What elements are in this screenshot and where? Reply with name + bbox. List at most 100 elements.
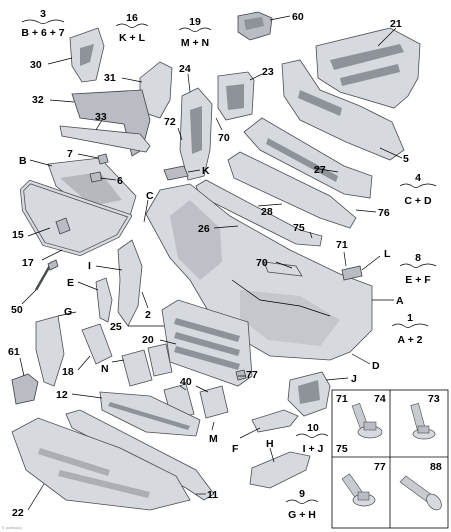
callout-G: G	[64, 306, 72, 318]
group-10: 10 I + J	[295, 422, 329, 455]
part-F	[251, 409, 299, 433]
callouts: 60 21 30 31 24 23 32 72 70 33 5 B	[8, 11, 409, 519]
callout-25: 25	[110, 321, 122, 333]
callout-15: 15	[12, 229, 24, 241]
group-19-number: 19	[189, 16, 201, 28]
part-60	[237, 11, 273, 41]
inset-77: 77	[374, 461, 386, 473]
group-8: 8 E + F	[399, 252, 437, 286]
callout-18: 18	[62, 366, 74, 378]
callout-5: 5	[403, 153, 409, 165]
callout-23: 23	[262, 66, 274, 78]
callout-71: 71	[336, 239, 348, 251]
callout-M: M	[209, 433, 218, 445]
part-30	[69, 27, 105, 83]
callout-7: 7	[67, 148, 73, 160]
callout-A: A	[396, 295, 404, 307]
inset-73: 73	[428, 393, 440, 405]
callout-21: 21	[390, 18, 402, 30]
group-16-formula: K + L	[119, 32, 146, 44]
callout-20: 20	[142, 334, 154, 346]
part-15-17	[20, 180, 132, 256]
group-16: 16 K + L	[115, 12, 149, 44]
callout-24: 24	[179, 63, 191, 75]
group-10-number: 10	[307, 422, 319, 434]
bolt-71-icon	[351, 402, 383, 439]
part-12	[99, 391, 201, 437]
callout-C: C	[146, 190, 154, 202]
callout-2: 2	[145, 309, 151, 321]
bolt-73-icon	[410, 403, 436, 440]
group-8-number: 8	[415, 252, 421, 264]
callout-72: 72	[164, 116, 176, 128]
fastener-inset: 71 74 75 73 77 88	[331, 389, 449, 529]
part-L	[341, 265, 363, 281]
group-8-formula: E + F	[405, 274, 431, 286]
callout-70a: 70	[218, 132, 230, 144]
part-27	[243, 117, 373, 199]
group-9: 9 G + H	[285, 488, 319, 521]
inset-88: 88	[430, 461, 442, 473]
part-H	[249, 451, 311, 489]
part-33	[59, 125, 151, 153]
part-K	[163, 165, 189, 181]
watermark: © partsouq	[2, 525, 22, 530]
callout-6: 6	[117, 175, 123, 187]
callout-I: I	[88, 260, 91, 272]
inset-71: 71	[336, 393, 348, 405]
callout-60: 60	[292, 11, 304, 23]
part-G	[35, 315, 65, 387]
callout-K: K	[202, 165, 210, 177]
callout-N: N	[101, 363, 109, 375]
callout-33: 33	[95, 111, 107, 123]
part-61	[11, 373, 39, 405]
group-9-formula: G + H	[288, 509, 316, 521]
callout-31: 31	[104, 72, 116, 84]
callout-32: 32	[32, 94, 44, 106]
group-3-formula: B + 6 + 7	[21, 27, 64, 39]
callout-11: 11	[207, 489, 218, 501]
group-16-number: 16	[126, 12, 138, 24]
callout-75: 75	[293, 222, 305, 234]
part-77	[235, 369, 247, 381]
part-21	[315, 27, 421, 109]
part-22	[11, 417, 191, 511]
part-23	[217, 71, 255, 121]
part-I	[117, 239, 143, 327]
group-19: 19 M + N	[178, 16, 212, 49]
callout-L: L	[384, 248, 391, 260]
part-70-lower	[263, 261, 303, 277]
part-25-20	[161, 299, 253, 387]
callout-77: 77	[246, 369, 258, 381]
group-10-formula: I + J	[303, 443, 324, 455]
group-3: 3 B + 6 + 7	[21, 8, 64, 39]
callout-12: 12	[56, 389, 68, 401]
part-18	[81, 323, 113, 365]
group-1: 1 A + 2	[391, 312, 429, 346]
group-19-formula: M + N	[181, 37, 209, 49]
callout-D: D	[372, 360, 380, 372]
pin-88-icon	[399, 475, 442, 511]
callout-F: F	[232, 443, 239, 455]
bolt-77-icon	[341, 473, 376, 507]
part-M	[204, 384, 228, 424]
part-28	[227, 151, 357, 229]
group-1-number: 1	[407, 312, 413, 324]
part-A-bumper-cover	[145, 183, 373, 361]
part-24	[179, 87, 213, 181]
callout-26: 26	[198, 223, 210, 235]
part-26	[195, 179, 323, 247]
callout-H: H	[266, 438, 274, 450]
callout-50: 50	[11, 304, 23, 316]
callout-J: J	[351, 373, 357, 385]
callout-22: 22	[12, 507, 24, 519]
part-7-6	[89, 153, 109, 183]
part-50	[34, 259, 59, 291]
part-E	[95, 277, 113, 323]
group-9-number: 9	[299, 488, 305, 500]
group-4: 4 C + D	[399, 172, 437, 207]
callout-76: 76	[378, 207, 390, 219]
callout-30: 30	[30, 59, 42, 71]
group-4-formula: C + D	[404, 195, 432, 207]
